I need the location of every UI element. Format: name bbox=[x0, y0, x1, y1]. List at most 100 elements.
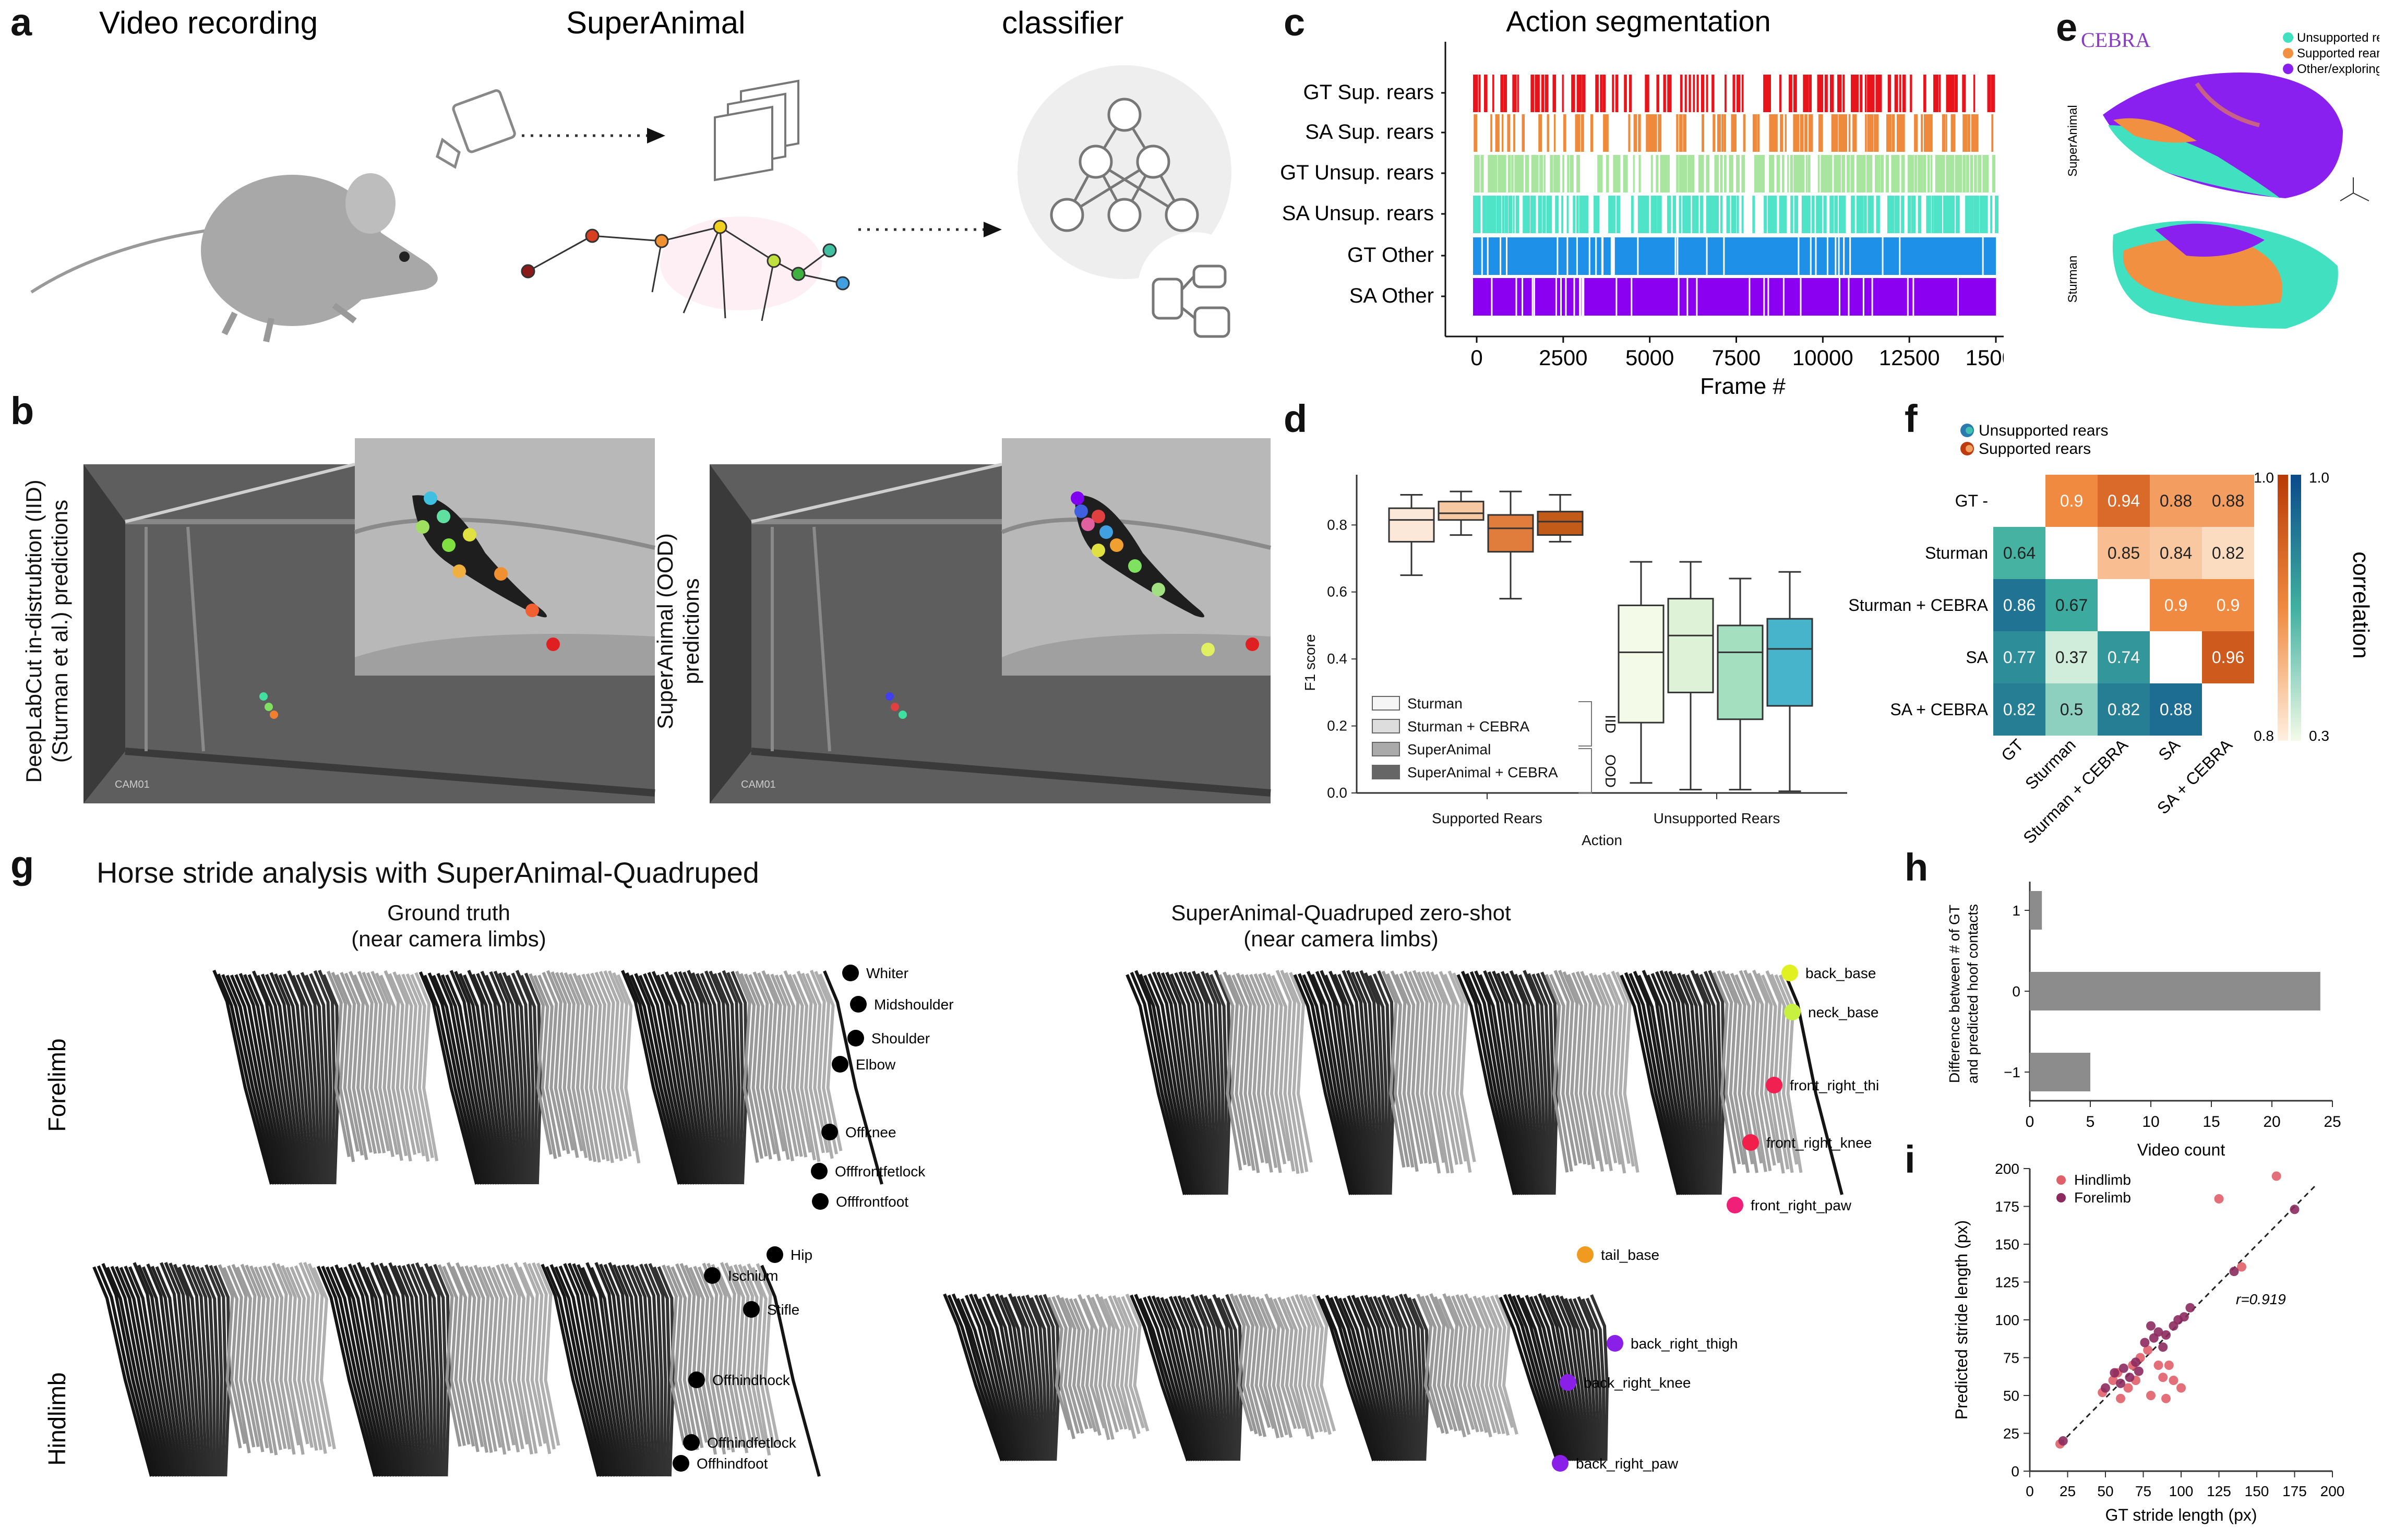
d-ytick-label: 0.2 bbox=[1327, 718, 1347, 734]
g-stride-line bbox=[1459, 1294, 1484, 1433]
h-bar bbox=[2030, 1053, 2090, 1091]
g-stride-line bbox=[262, 1265, 287, 1449]
g-stride-line bbox=[1266, 973, 1291, 1161]
c-event-mark bbox=[1782, 155, 1785, 192]
g-stride-line bbox=[349, 971, 373, 1153]
c-event-mark bbox=[1651, 114, 1656, 152]
c-event-mark bbox=[1793, 75, 1796, 112]
c-event-mark bbox=[1527, 196, 1530, 233]
g-gt-hindlimb-keypoint-label: Offhindhock bbox=[712, 1372, 791, 1388]
c-event-mark bbox=[1505, 75, 1507, 112]
g-stride-line bbox=[375, 972, 399, 1155]
i-point bbox=[2271, 1171, 2281, 1181]
g-stride-line bbox=[335, 974, 360, 1152]
g-stride-line bbox=[1342, 970, 1375, 1195]
mouse-icon bbox=[30, 173, 438, 343]
g-stride-line bbox=[128, 1266, 175, 1477]
c-event-mark bbox=[1768, 196, 1771, 233]
g-stride-line bbox=[555, 972, 579, 1158]
c-event-mark bbox=[1876, 196, 1879, 233]
panel-letter-c: c bbox=[1284, 1, 1306, 44]
g-stride-line bbox=[651, 971, 699, 1185]
g-stride-line bbox=[787, 973, 812, 1153]
e-embedding-sturman bbox=[2112, 221, 2338, 329]
g-stride-line bbox=[671, 1266, 695, 1450]
g-stride-line bbox=[309, 973, 329, 1185]
i-ytick-label: 175 bbox=[1995, 1199, 2019, 1215]
h-bar bbox=[2030, 972, 2320, 1010]
f-cell-upper bbox=[2202, 579, 2254, 631]
g-stride-line bbox=[458, 973, 501, 1185]
g-stride-line bbox=[1509, 970, 1541, 1195]
g-stride-line bbox=[1351, 1294, 1394, 1461]
c-event-mark bbox=[1723, 114, 1726, 152]
d-legend-label: Sturman bbox=[1407, 695, 1463, 712]
g-stride-line bbox=[1704, 971, 1722, 1195]
c-event-mark bbox=[1486, 196, 1489, 233]
g-stride-line bbox=[316, 1266, 377, 1477]
step-superanimal: SuperAnimal bbox=[566, 5, 746, 40]
c-row-gap bbox=[1560, 278, 1562, 316]
f-cell-upper bbox=[2098, 475, 2150, 527]
c-event-mark bbox=[1769, 114, 1773, 152]
g-gt-hindlimb-keypoint bbox=[743, 1301, 760, 1318]
g-stride-line bbox=[1677, 972, 1707, 1195]
c-event-mark bbox=[1924, 114, 1928, 152]
c-event-mark bbox=[1595, 75, 1599, 112]
c-row-gap bbox=[1579, 278, 1582, 316]
c-event-mark bbox=[1888, 196, 1892, 233]
i-xtick-label: 75 bbox=[2135, 1483, 2151, 1499]
c-event-mark bbox=[1931, 196, 1934, 233]
g-stride-line bbox=[260, 973, 301, 1185]
f-cell-upper bbox=[2202, 527, 2254, 579]
c-event-mark bbox=[1608, 196, 1612, 233]
c-event-mark bbox=[1679, 114, 1681, 152]
g-stride-line bbox=[1121, 1296, 1145, 1429]
c-row-gap bbox=[1912, 278, 1914, 316]
c-row-gap bbox=[1706, 237, 1708, 275]
panel-letter-a: a bbox=[10, 1, 32, 44]
g-stride-line bbox=[678, 971, 714, 1185]
g-gt-title-1: Ground truth bbox=[387, 900, 510, 925]
g-stride-line bbox=[1487, 971, 1531, 1195]
g-stride-line bbox=[1589, 972, 1613, 1171]
c-event-mark bbox=[1492, 75, 1494, 112]
g-stride-line bbox=[1073, 1298, 1097, 1433]
g-gt-hindlimb-keypoint-label: Ischium bbox=[728, 1268, 778, 1284]
c-event-mark bbox=[1701, 75, 1705, 112]
g-stride-line bbox=[1403, 970, 1428, 1164]
g-gt-hindlimb-keypoint bbox=[704, 1267, 721, 1284]
c-event-mark bbox=[1856, 75, 1859, 112]
f-cell-value: 0.9 bbox=[2164, 596, 2187, 615]
g-stride-line bbox=[770, 973, 794, 1162]
g-sa-forelimb-keypoint-label: back_base bbox=[1805, 965, 1876, 981]
g-stride-line bbox=[682, 971, 716, 1185]
g-stride-line bbox=[621, 1265, 650, 1477]
g-stride-line bbox=[1452, 972, 1476, 1162]
c-event-mark bbox=[1860, 75, 1863, 112]
c-event-mark bbox=[1661, 155, 1664, 192]
c-event-mark bbox=[1804, 114, 1808, 152]
c-event-mark bbox=[1538, 114, 1540, 152]
c-event-mark bbox=[1504, 196, 1509, 233]
c-event-mark bbox=[1837, 75, 1839, 112]
c-event-mark bbox=[1821, 155, 1823, 192]
g-stride-line bbox=[124, 1266, 172, 1477]
g-stride-line bbox=[533, 974, 557, 1159]
g-stride-line bbox=[287, 970, 316, 1185]
g-stride-line bbox=[648, 1263, 667, 1477]
c-event-mark bbox=[1991, 75, 1994, 112]
g-stride-line bbox=[1091, 1296, 1115, 1440]
g-stride-line bbox=[330, 1266, 385, 1477]
g-sa-forelimb-keypoint bbox=[1766, 1077, 1782, 1093]
c-event-mark bbox=[1840, 114, 1844, 152]
pose-skeleton bbox=[521, 220, 850, 321]
g-stride-line bbox=[1542, 1294, 1582, 1461]
c-event-mark bbox=[1650, 155, 1653, 192]
c-event-mark bbox=[1779, 75, 1782, 112]
c-row-gap bbox=[1612, 237, 1614, 275]
c-event-mark bbox=[1842, 196, 1845, 233]
c-event-mark bbox=[1864, 75, 1866, 112]
c-event-mark bbox=[1693, 196, 1696, 233]
